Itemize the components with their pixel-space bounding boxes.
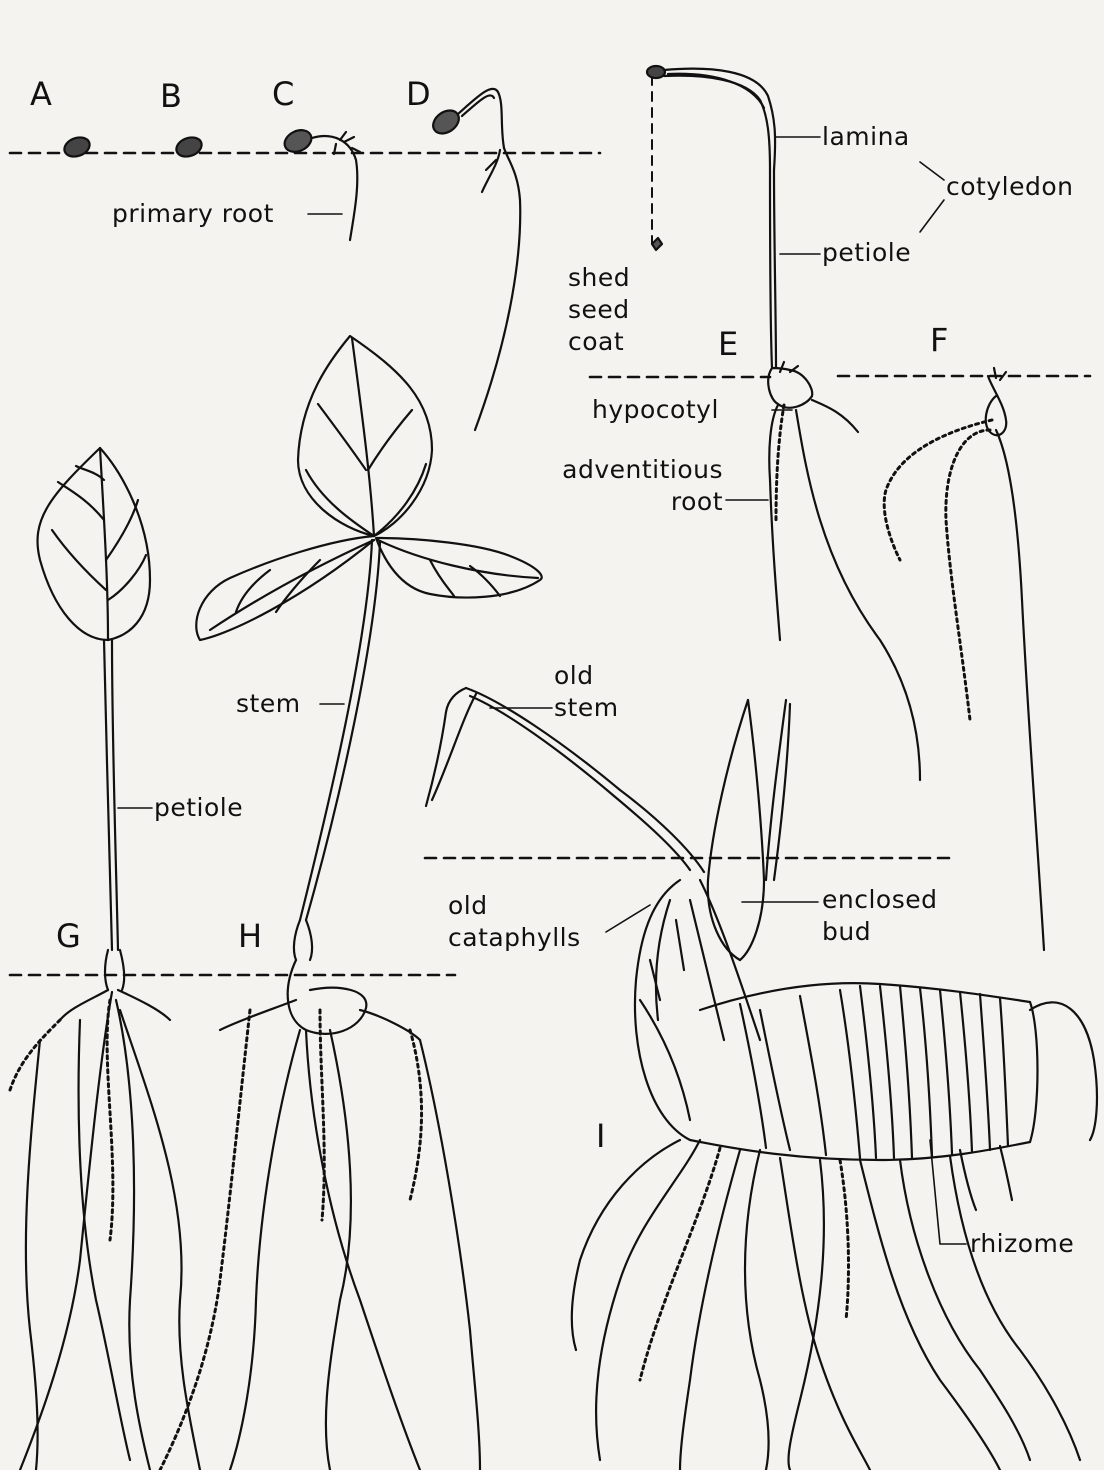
seed-B [174, 134, 205, 160]
soil-surface-lines [10, 153, 1090, 975]
panel-letter-D: D [406, 76, 431, 112]
seedling-F [884, 368, 1044, 950]
label-seed: seed [568, 294, 630, 326]
label-enclosed: enclosed [822, 884, 938, 916]
label-bud: bud [822, 916, 938, 948]
label-enclosed-bud: enclosed bud [822, 884, 938, 948]
label-shed-seed-coat: shed seed coat [568, 262, 630, 358]
label-old-cataphylls-cataphylls: cataphylls [448, 922, 581, 954]
label-coat: coat [568, 326, 630, 358]
panel-letter-E: E [718, 326, 738, 362]
label-primary-root: primary root [112, 199, 274, 229]
seedling-D [429, 89, 520, 430]
panel-letter-H: H [238, 918, 262, 954]
label-stem: stem [236, 689, 301, 719]
panel-letter-G: G [56, 918, 81, 954]
label-old-cataphylls: old cataphylls [448, 890, 581, 954]
label-old-stem: old stem [554, 660, 619, 724]
label-old-cataphylls-old: old [448, 890, 581, 922]
label-cotyledon: cotyledon [946, 172, 1073, 202]
label-lamina: lamina [822, 122, 910, 152]
label-rhizome: rhizome [970, 1229, 1074, 1259]
label-old-stem-old: old [554, 660, 619, 692]
panel-letter-I: I [596, 1118, 605, 1154]
panel-letter-A: A [30, 76, 52, 112]
label-petiole-leaf: petiole [154, 793, 243, 823]
panel-letter-F: F [930, 322, 948, 358]
seed-A [62, 134, 93, 160]
panel-letter-B: B [160, 78, 182, 114]
plant-I [426, 688, 1097, 1470]
seedling-C [281, 126, 360, 240]
label-old-stem-stem: stem [554, 692, 619, 724]
label-adventitious: adventitious [543, 454, 723, 486]
label-root: root [543, 486, 723, 518]
label-shed: shed [568, 262, 630, 294]
label-adventitious-root: adventitious root [543, 454, 723, 518]
panel-letter-C: C [272, 76, 294, 112]
label-hypocotyl: hypocotyl [592, 395, 719, 425]
plant-G [10, 448, 200, 1470]
label-petiole-cotyledon: petiole [822, 238, 911, 268]
